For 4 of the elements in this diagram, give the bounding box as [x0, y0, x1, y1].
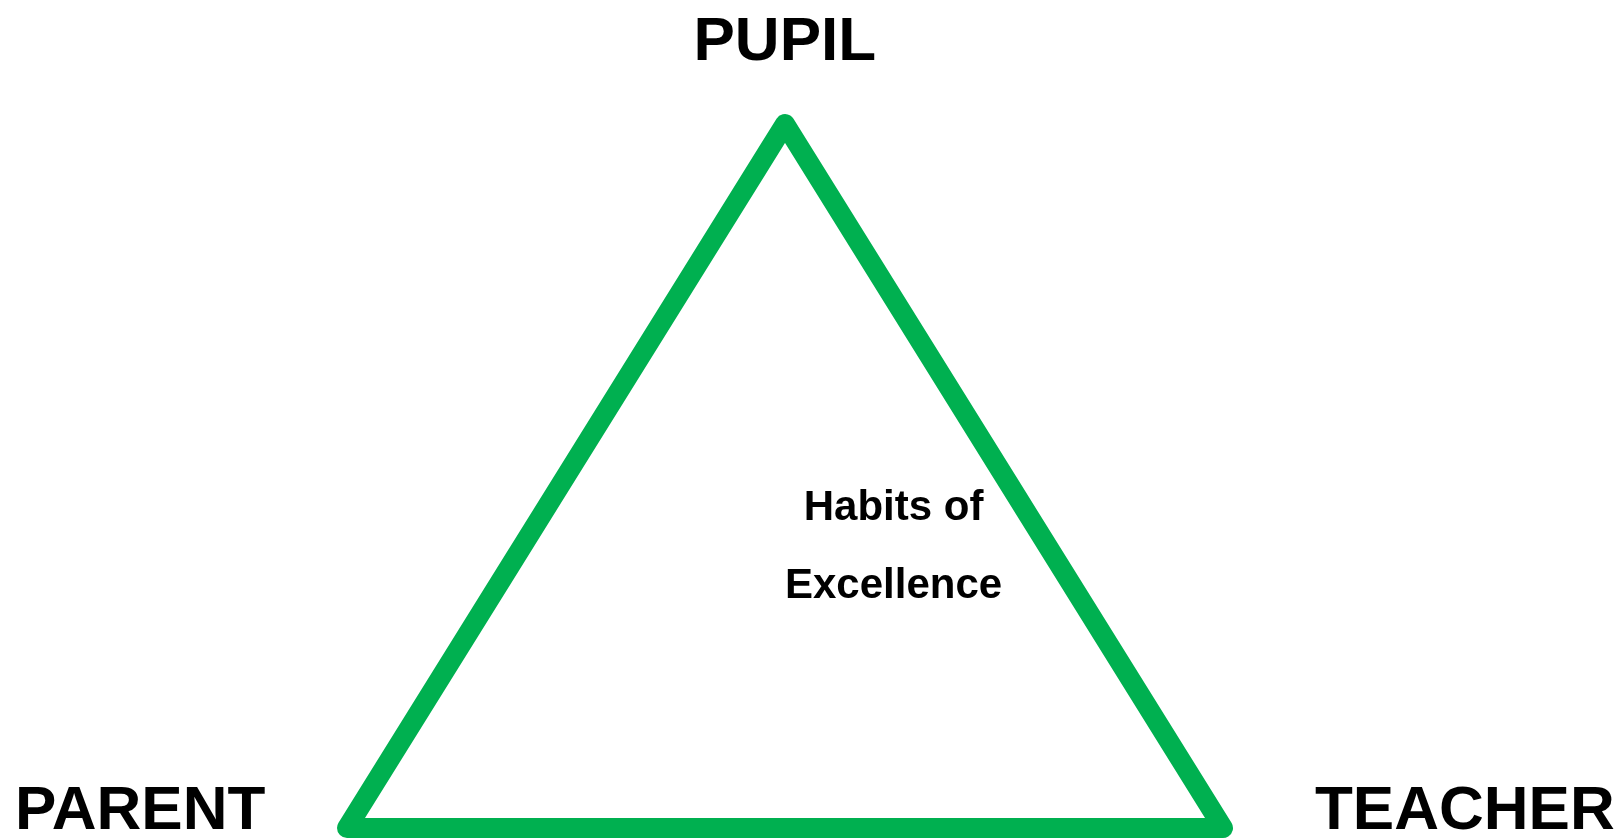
vertex-label: TEACHER: [1315, 777, 1615, 839]
vertex-label: PUPIL: [693, 8, 877, 70]
center-text: Habits of Excellence: [785, 481, 1003, 609]
vertex-label: PARENT: [15, 777, 266, 839]
